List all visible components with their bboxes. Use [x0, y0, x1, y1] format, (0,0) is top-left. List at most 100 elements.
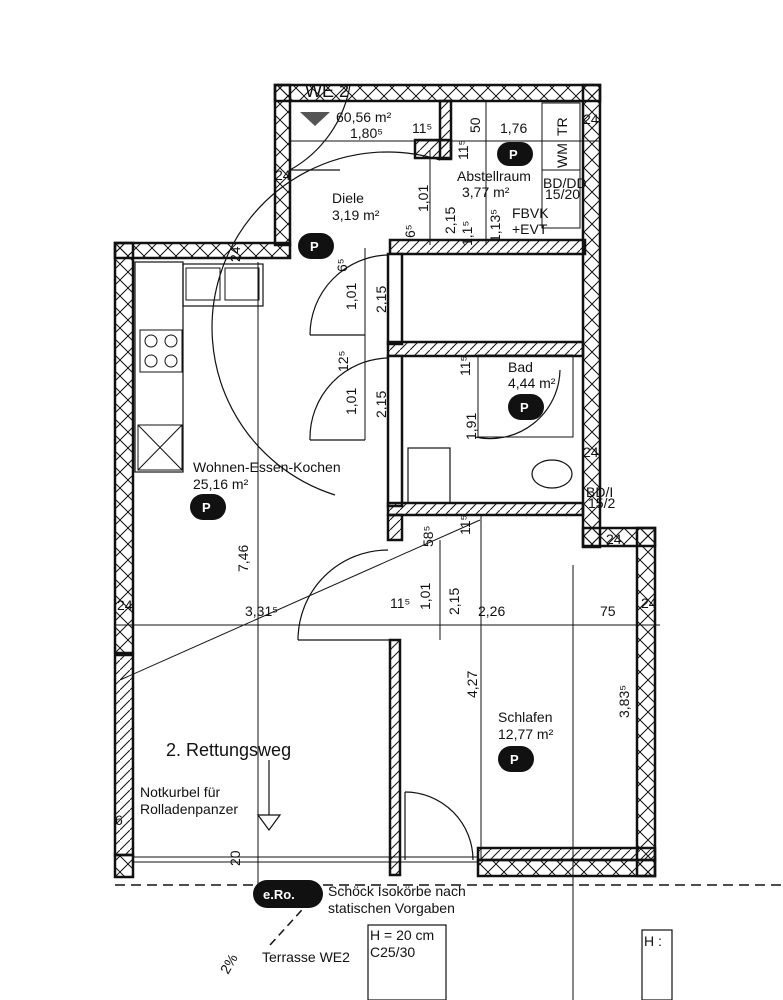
- slab-height: H = 20 cm: [370, 927, 434, 943]
- svg-text:11⁵: 11⁵: [457, 356, 473, 376]
- svg-text:11⁵: 11⁵: [455, 140, 471, 160]
- sink-icon: [182, 263, 264, 307]
- room-wohnen: Wohnen-Essen-Kochen 25,16 m²: [193, 459, 341, 492]
- room-area: 4,44 m²: [508, 375, 556, 391]
- svg-text:2,15: 2,15: [442, 207, 458, 234]
- room-bad: Bad 4,44 m²: [508, 359, 556, 391]
- svg-text:24: 24: [641, 595, 657, 611]
- svg-text:50: 50: [467, 117, 483, 133]
- dimension-labels-vertical: 50 11⁵ 1,01 2,15 1,13⁵ 6⁵ 1,1⁵ 6⁵ 24 1,0…: [227, 117, 632, 866]
- schoeck-note: statischen Vorgaben: [328, 900, 455, 916]
- slope-label: 2%: [217, 951, 241, 977]
- exterior-walls: [113, 83, 657, 879]
- badge-p: P: [498, 746, 534, 772]
- svg-text:P: P: [310, 239, 319, 254]
- svg-text:1,01: 1,01: [417, 583, 433, 610]
- room-area: 12,77 m²: [498, 726, 554, 742]
- room-name: Wohnen-Essen-Kochen: [193, 459, 341, 475]
- svg-text:11⁵: 11⁵: [412, 120, 432, 136]
- fixtures: [134, 112, 673, 1000]
- svg-text:24: 24: [117, 597, 133, 613]
- svg-text:24: 24: [583, 111, 599, 127]
- wm-label: WM: [554, 143, 570, 168]
- badge-p: P: [298, 233, 334, 259]
- svg-text:3,83⁵: 3,83⁵: [616, 685, 632, 718]
- room-area: 25,16 m²: [193, 476, 249, 492]
- room-abstellraum: Abstellraum 3,77 m²: [457, 168, 531, 200]
- svg-text:2,15: 2,15: [373, 286, 389, 313]
- room-name: Abstellraum: [457, 168, 531, 184]
- toilet-icon: [531, 459, 573, 489]
- badge-p: P: [497, 142, 533, 166]
- svg-text:1,01: 1,01: [343, 283, 359, 310]
- svg-text:P: P: [509, 147, 518, 162]
- svg-text:75: 75: [600, 603, 616, 619]
- svg-text:6⁵: 6⁵: [334, 258, 350, 272]
- svg-text:58⁵: 58⁵: [420, 526, 436, 547]
- terrasse-label: Terrasse WE2: [262, 949, 350, 965]
- fbvk-label: FBVK: [512, 205, 549, 221]
- svg-text:P: P: [202, 500, 211, 515]
- fbvk-label: +EVT: [512, 221, 548, 237]
- escape-arrow-icon: [256, 814, 282, 832]
- unit-label: WE 2: [305, 81, 349, 101]
- bd-label: 15/20: [545, 186, 580, 202]
- svg-text:20: 20: [227, 850, 243, 866]
- svg-text:24: 24: [583, 444, 599, 460]
- svg-text:1,13⁵: 1,13⁵: [487, 209, 503, 242]
- svg-text:P: P: [520, 400, 529, 415]
- svg-text:1,91: 1,91: [463, 413, 479, 440]
- room-area: 3,77 m²: [462, 184, 510, 200]
- svg-text:24: 24: [606, 531, 622, 547]
- tr-label: TR: [554, 117, 570, 136]
- notkurbel-label: Rolladenpanzer: [140, 801, 238, 817]
- eroz-badge: e.Ro.: [253, 880, 323, 908]
- svg-text:e.Ro.: e.Ro.: [263, 887, 295, 902]
- svg-text:12⁵: 12⁵: [335, 351, 351, 372]
- level-marker-icon: [300, 112, 330, 126]
- room-area: 3,19 m²: [332, 207, 380, 223]
- svg-text:4,27: 4,27: [464, 671, 480, 698]
- bd-label: 15/2: [588, 495, 615, 511]
- svg-text:1,01: 1,01: [415, 185, 431, 212]
- svg-text:1,76: 1,76: [500, 120, 527, 136]
- svg-text:24: 24: [227, 246, 243, 262]
- dimension-labels: 11⁵ 1,76 24 24 24 3,31⁵ 11⁵ 2,26 75 24 2…: [115, 111, 657, 828]
- room-name: Bad: [508, 359, 533, 375]
- slab-height-right: H :: [644, 933, 662, 949]
- svg-text:6: 6: [115, 812, 123, 828]
- slab-box: [367, 924, 447, 1000]
- schoeck-note: Schöck Isokörbe nach: [328, 883, 466, 899]
- room-schlafen: Schlafen 12,77 m²: [498, 709, 554, 742]
- room-diele: Diele 3,19 m²: [332, 190, 380, 223]
- notkurbel-label: Notkurbel für: [140, 784, 220, 800]
- svg-text:24: 24: [275, 167, 291, 183]
- room-name: Diele: [332, 190, 364, 206]
- svg-text:7,46: 7,46: [235, 545, 251, 572]
- room-name: Schlafen: [498, 709, 552, 725]
- dimension-lines: [115, 101, 783, 1000]
- svg-text:2,15: 2,15: [373, 391, 389, 418]
- svg-text:2,15: 2,15: [446, 588, 462, 615]
- bd-label: BD/DD: [543, 175, 587, 191]
- svg-text:11⁵: 11⁵: [390, 595, 410, 611]
- level-mark: 1,80⁵: [350, 125, 383, 141]
- svg-text:11⁵: 11⁵: [457, 515, 473, 535]
- badge-p: P: [508, 394, 544, 420]
- svg-text:1,01: 1,01: [343, 388, 359, 415]
- badge-p: P: [190, 494, 226, 520]
- rettungsweg-label: 2. Rettungsweg: [166, 740, 291, 760]
- svg-text:2,26: 2,26: [478, 603, 505, 619]
- kitchen-counter: [134, 261, 184, 473]
- stove-icon: [139, 329, 183, 373]
- concrete-grade: C25/30: [370, 944, 415, 960]
- bd-label: BD/I: [586, 484, 613, 500]
- svg-text:P: P: [510, 752, 519, 767]
- interior-walls: [386, 99, 587, 877]
- parquet-badges: P P P P P: [190, 142, 544, 772]
- svg-text:1,1⁵: 1,1⁵: [459, 221, 475, 246]
- total-area: 60,56 m²: [336, 109, 392, 125]
- svg-text:6⁵: 6⁵: [402, 224, 418, 238]
- shower-icon: [407, 447, 451, 504]
